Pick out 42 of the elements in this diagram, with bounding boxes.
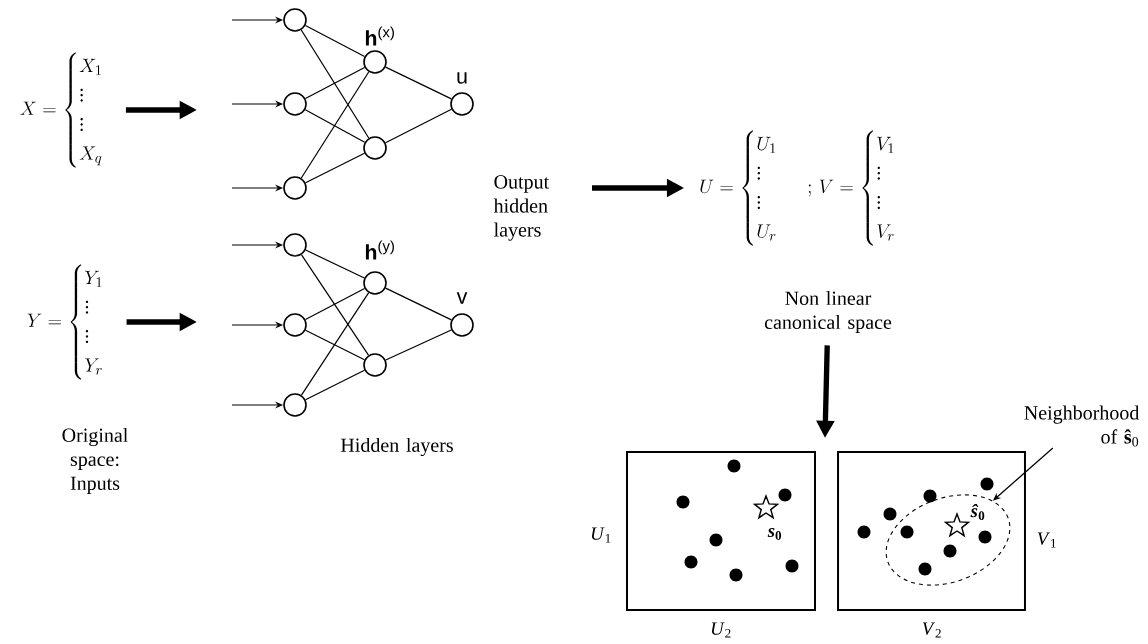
connection-line (304, 369, 366, 401)
annotation-text: Neighborhood of ŝ$_{0}$ (1024, 405, 1140, 447)
connection-line (304, 24, 366, 58)
point-label: ŝ$_{0}$ (970, 503, 985, 521)
neuron-circle (283, 92, 307, 116)
formula: $U=\begin{cases}U_1\\ \vdots\\ \vdots\\ U_r\end{cases}\;;\,V=\begin{cases}V_1\\ \vdots\\ \vdots\\ V_r\end{cases}$ (700, 130, 894, 246)
connection-line (304, 109, 366, 143)
formula: $Y=\begin{cases}Y_1\\ \vdots\\ \vdots\\ Y_r\end{cases}$ (27, 264, 102, 380)
caption-text: Non linear canonical space (764, 290, 892, 334)
node-label: h$^{(y)}$ (365, 240, 394, 260)
caption-text: Original space: Inputs (62, 427, 128, 495)
node-label: U$_{1}$ (591, 527, 611, 543)
node-label: u (457, 72, 467, 84)
connection-line (385, 287, 452, 321)
connection-line (304, 287, 366, 321)
caption-text: Hidden layers (340, 437, 453, 457)
caption-text: Output hidden layers (493, 175, 550, 241)
connection-line (385, 329, 452, 361)
connection-line (300, 29, 370, 139)
connection-line (300, 292, 370, 396)
connection-line (304, 152, 366, 184)
node-label: V$_{2}$ (922, 622, 941, 638)
node-label: h$^{(x)}$ (365, 26, 394, 46)
connection-line (385, 66, 452, 100)
connection-line (300, 254, 370, 356)
node-label: v (456, 292, 468, 304)
neuron-circle (283, 233, 307, 257)
connection-line (304, 66, 366, 100)
formula: $X=\begin{cases}X_1\\ \vdots\\ \vdots\\ X_q\end{cases}$ (20, 52, 102, 168)
neuron-circle (363, 353, 387, 377)
connection-line (305, 249, 365, 279)
neuron-circle (363, 136, 387, 160)
connection-line (384, 108, 453, 144)
connection-line (300, 71, 370, 179)
neuron-circle (283, 176, 307, 200)
node-label: U$_{2}$ (711, 622, 731, 638)
neuron-circle (283, 8, 307, 32)
connection-line (304, 329, 366, 361)
node-label: V$_{1}$ (1037, 532, 1056, 548)
neuron-circle (283, 393, 307, 417)
neuron-circle (283, 313, 307, 337)
point-label: s$_{0}$ (767, 528, 782, 540)
